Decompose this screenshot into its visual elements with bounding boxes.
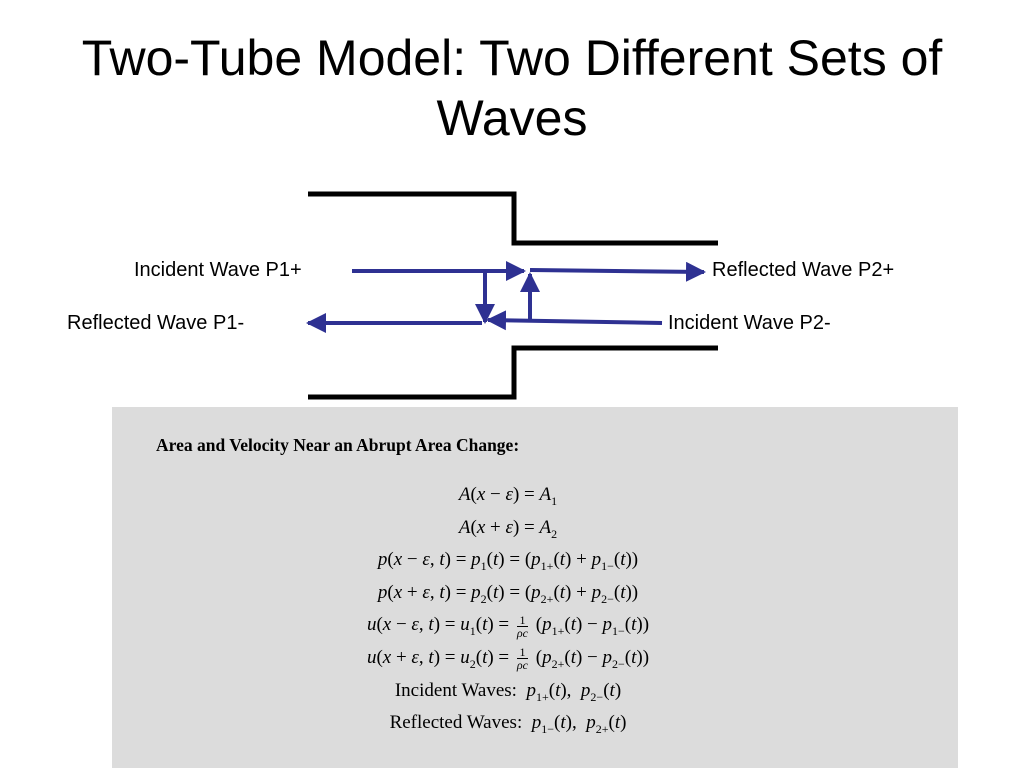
slide-title: Two-Tube Model: Two Different Sets of Wa… (81, 30, 943, 146)
equation-area-right: A(x + ε) = A2 (458, 516, 558, 541)
label-reflected-p2-plus: Reflected Wave P2+ (712, 259, 895, 281)
equation-reflected-waves: Reflected Waves: p1−(t), p2+(t) (389, 712, 627, 736)
label-incident-p1-plus: Incident Wave P1+ (134, 259, 302, 281)
tube-upper-wall (308, 191, 718, 246)
two-tube-diagram (306, 191, 718, 400)
equation-list: A(x − ε) = A1 A(x + ε) = A2 p(x − ε, t) … (112, 479, 904, 740)
equation-heading: Area and Velocity Near an Abrupt Area Ch… (156, 435, 520, 455)
equation-panel: Area and Velocity Near an Abrupt Area Ch… (112, 407, 958, 768)
equation-area-left: A(x − ε) = A1 (458, 484, 558, 508)
label-reflected-p1-minus: Reflected Wave P1- (67, 312, 245, 334)
arrow-reflected-p2-plus (529, 261, 706, 282)
label-incident-p2-minus: Incident Wave P2- (668, 312, 831, 334)
tube-lower-wall (308, 345, 718, 400)
arrow-incident-p2-minus (486, 310, 663, 331)
equation-pressure-right: p(x + ε, t) = p2(t) = (p2+(t) + p2−(t)) (377, 581, 639, 606)
equation-pressure-left: p(x − ε, t) = p1(t) = (p1+(t) + p1−(t)) (377, 549, 639, 573)
equation-incident-waves: Incident Waves: p1+(t), p2−(t) (394, 679, 622, 704)
